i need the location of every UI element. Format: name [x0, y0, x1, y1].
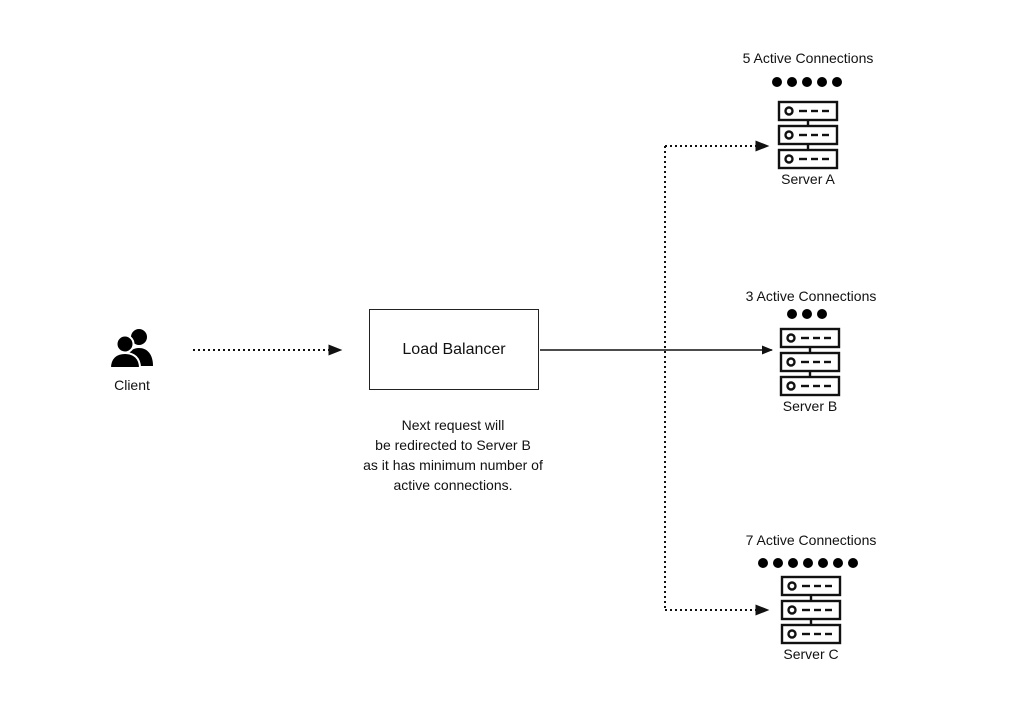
routing-note: Next request will be redirected to Serve… [338, 415, 568, 495]
note-line: Next request will [401, 417, 505, 433]
server-c-connection-dots [758, 558, 858, 568]
connection-dot [758, 558, 768, 568]
server-b-connections-label: 3 Active Connections [745, 288, 877, 304]
server-b-label: Server B [782, 398, 838, 414]
connection-dot [802, 309, 812, 319]
server-b-connection-dots [787, 309, 827, 319]
connection-dot [802, 77, 812, 87]
note-line: as it has minimum number of [363, 457, 543, 473]
server-a-connection-dots [772, 77, 842, 87]
connection-dot [773, 558, 783, 568]
connection-dot [833, 558, 843, 568]
connection-dot [817, 309, 827, 319]
note-line: be redirected to Server B [375, 437, 531, 453]
connection-dot [803, 558, 813, 568]
load-balancer-label: Load Balancer [402, 340, 506, 358]
load-balancer-box: Load Balancer [369, 309, 539, 390]
server-a-connections-label: 5 Active Connections [742, 50, 874, 66]
connection-dot [832, 77, 842, 87]
connection-dot [788, 558, 798, 568]
connection-dot [787, 309, 797, 319]
server-c-connections-label: 7 Active Connections [745, 532, 877, 548]
connection-dot [818, 558, 828, 568]
server-c-label: Server C [783, 646, 839, 662]
connection-dot [848, 558, 858, 568]
server-a-label: Server A [781, 171, 835, 187]
connection-dot [817, 77, 827, 87]
server-rack-icon [779, 327, 841, 402]
connection-dot [787, 77, 797, 87]
connection-dot [772, 77, 782, 87]
client-label: Client [114, 377, 150, 393]
users-icon [108, 328, 155, 373]
note-line: active connections. [393, 477, 513, 493]
server-rack-icon [777, 100, 839, 175]
server-rack-icon [780, 575, 842, 650]
